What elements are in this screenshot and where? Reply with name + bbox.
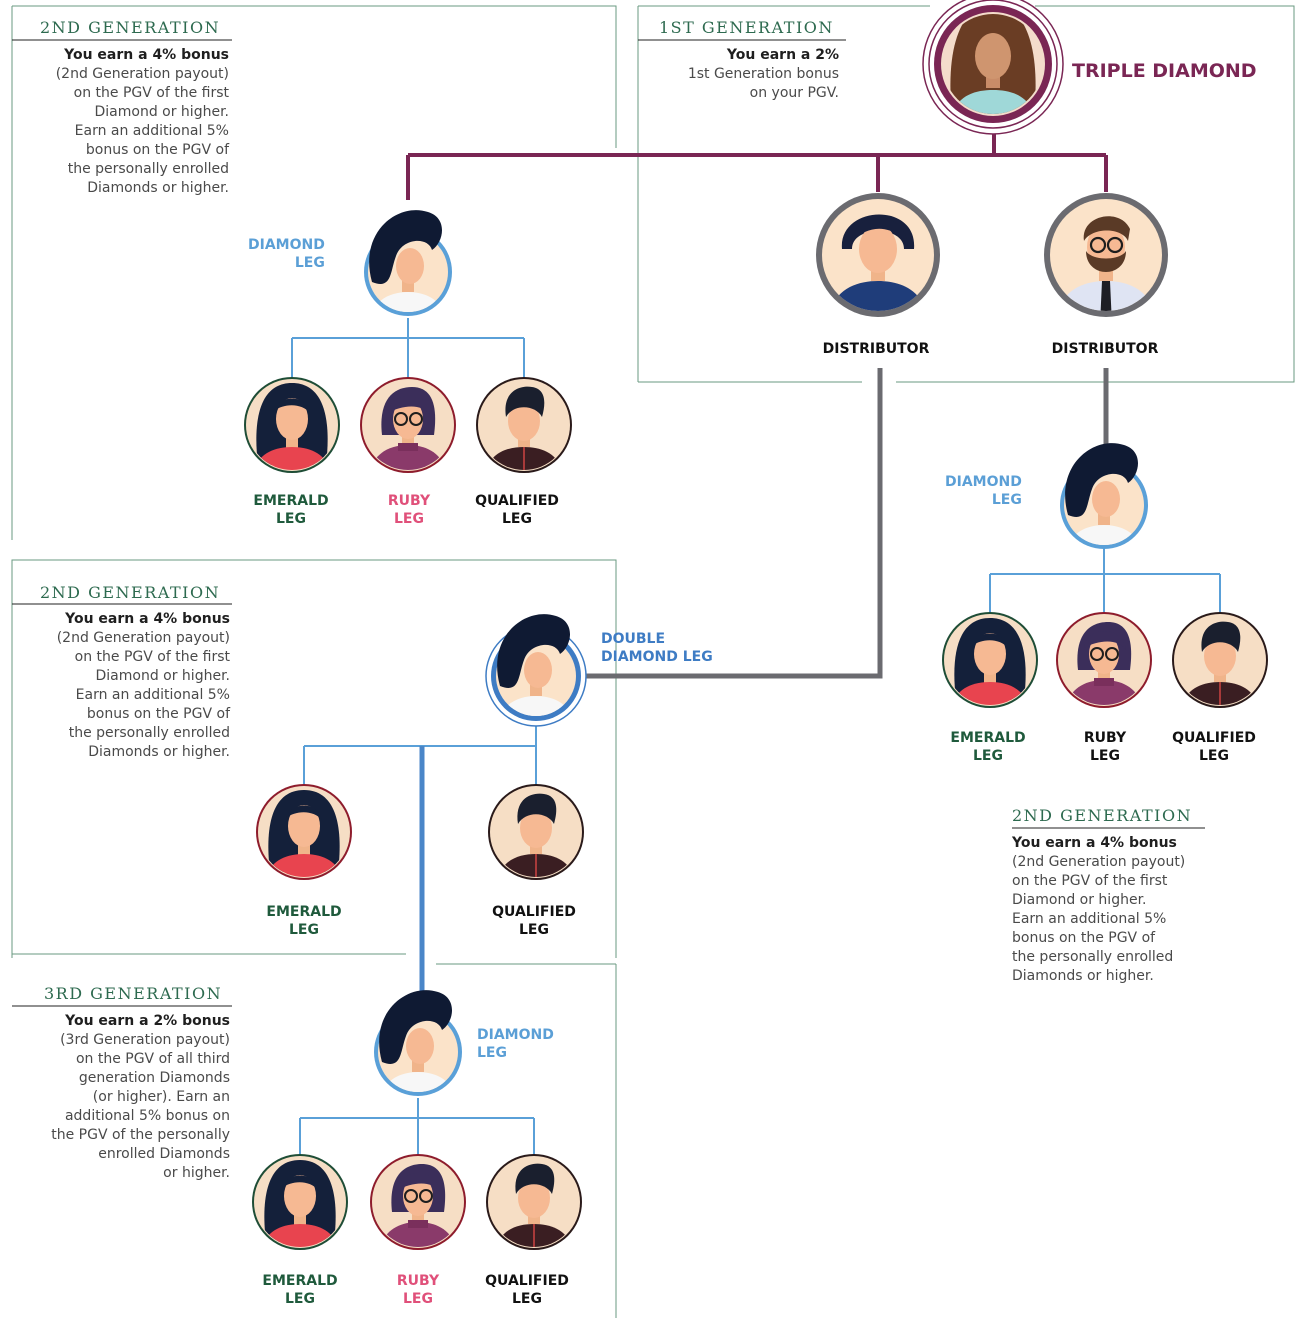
qualified-leg-bottom-avatar [486, 1154, 582, 1262]
panel-line: on the PGV of the first [1012, 873, 1168, 889]
diamond-leg-bottom-avatar [374, 990, 462, 1112]
panel-line: the personally enrolled [67, 161, 229, 177]
panel-line: 1st Generation bonus [687, 66, 839, 82]
panel-line: additional 5% bonus on [64, 1108, 230, 1124]
panel-desc-2nd-gen-mid: You earn a 4% bonus (2nd Generation payo… [10, 610, 230, 762]
triple-diamond-label: TRIPLE DIAMOND [1072, 60, 1257, 82]
ruby-leg-bottom-avatar [370, 1154, 466, 1262]
panel-line: Earn an additional 5% [75, 687, 230, 703]
panel-desc-2nd-gen-top: You earn a 4% bonus (2nd Generation payo… [9, 46, 229, 198]
panel-bold: You earn a 2% [726, 47, 839, 63]
first-gen-connectors [406, 120, 1108, 200]
panel-line: or higher. [163, 1165, 230, 1181]
panel-line: Diamonds or higher. [87, 180, 229, 196]
emerald-leg-mid-avatar [256, 784, 352, 892]
panel-title-2nd-gen-top: 2ND GENERATION [40, 18, 221, 37]
qualified-leg-avatar [476, 377, 572, 485]
panel-title-2nd-gen-mid: 2ND GENERATION [40, 583, 221, 602]
panel-line: (3rd Generation payout) [60, 1032, 230, 1048]
panel-line: the personally enrolled [1012, 949, 1174, 965]
panel-title-3rd-gen: 3RD GENERATION [44, 984, 223, 1003]
panel-desc-2nd-gen-right: You earn a 4% bonus (2nd Generation payo… [1012, 834, 1232, 986]
panel-line: bonus on the PGV of [86, 706, 230, 722]
panel-line: on your PGV. [749, 85, 839, 101]
qualified-leg-right-avatar [1172, 612, 1268, 720]
panel-line: on the PGV of all third [75, 1051, 230, 1067]
panel-bold: You earn a 4% bonus [64, 47, 229, 63]
panel-desc-3rd-gen: You earn a 2% bonus (3rd Generation payo… [0, 1012, 230, 1183]
distributor-man-avatar [1044, 193, 1168, 335]
panel-line: (2nd Generation payout) [1012, 854, 1186, 870]
distributor-label-left: DISTRIBUTOR [822, 341, 930, 357]
emerald-leg-right-avatar [942, 612, 1038, 720]
diamond-leg-right-avatar [1060, 443, 1148, 565]
panel-line: Diamonds or higher. [88, 744, 230, 760]
panel-line: Diamond or higher. [1012, 892, 1147, 908]
panel-line: on the PGV of the first [73, 85, 229, 101]
distributor-label-right: DISTRIBUTOR [1051, 341, 1159, 357]
panel-line: Earn an additional 5% [1012, 911, 1167, 927]
emerald-leg-avatar [244, 377, 340, 485]
panel-line: the PGV of the personally [51, 1127, 230, 1143]
panel-line: the personally enrolled [68, 725, 230, 741]
distributor-woman-avatar [816, 193, 940, 335]
panel-line: (2nd Generation payout) [55, 66, 229, 82]
distributor-connectors [580, 368, 1109, 679]
ruby-leg-avatar [360, 377, 456, 485]
panel-line: enrolled Diamonds [98, 1146, 230, 1162]
qualified-leg-mid-avatar [488, 784, 584, 892]
panel-bold: You earn a 4% bonus [65, 611, 230, 627]
panel-line: Diamonds or higher. [1012, 968, 1154, 984]
double-diamond-avatar [485, 614, 587, 736]
diamond-leg-avatar [364, 210, 452, 332]
panel-borders [11, 5, 1295, 1318]
panel-bold: You earn a 2% bonus [65, 1013, 230, 1029]
panel-line: (or higher). Earn an [92, 1089, 230, 1105]
panel-line: bonus on the PGV of [1012, 930, 1156, 946]
panel-line: Diamond or higher. [95, 668, 231, 684]
panel-line: bonus on the PGV of [85, 142, 229, 158]
emerald-leg-bottom-avatar [252, 1154, 348, 1262]
panel-title-2nd-gen-right: 2ND GENERATION [1012, 806, 1193, 825]
panel-line: on the PGV of the first [74, 649, 230, 665]
panel-line: (2nd Generation payout) [56, 630, 230, 646]
title-underlines [12, 39, 1205, 1007]
panel-line: generation Diamonds [78, 1070, 230, 1086]
panel-bold: You earn a 4% bonus [1012, 835, 1177, 851]
panel-line: Diamond or higher. [94, 104, 230, 120]
panel-title-1st-gen: 1ST GENERATION [659, 18, 834, 37]
triple-diamond-avatar [922, 0, 1064, 135]
panel-desc-1st-gen: You earn a 2% 1st Generation bonus on yo… [639, 46, 839, 103]
ruby-leg-right-avatar [1056, 612, 1152, 720]
panel-line: Earn an additional 5% [74, 123, 229, 139]
